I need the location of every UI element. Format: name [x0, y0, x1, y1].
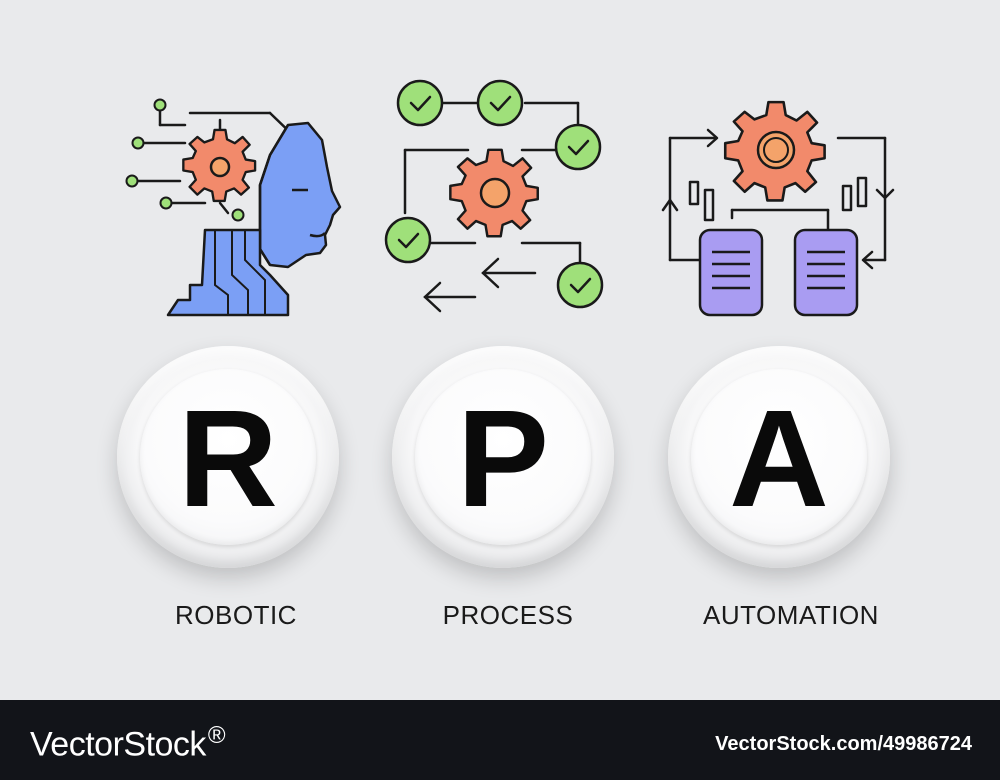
letter-r: R	[178, 382, 278, 536]
brand-name: VectorStock	[30, 725, 206, 764]
brand-logo: VectorStock®	[30, 722, 226, 764]
letter-p: P	[456, 382, 550, 536]
letter-p-button: P	[392, 346, 614, 568]
letter-p-face: P	[415, 369, 591, 545]
caption-automation: AUTOMATION	[703, 600, 879, 630]
letter-a: A	[729, 382, 829, 536]
footer-bar: VectorStock® VectorStock.com/49986724	[0, 700, 1000, 780]
letter-r-face: R	[140, 369, 316, 545]
letter-r-button: R	[117, 346, 339, 568]
stock-id-text: VectorStock.com/49986724	[715, 733, 972, 755]
caption-process: PROCESS	[442, 600, 574, 630]
letter-a-face: A	[691, 369, 867, 545]
process-flow-checklist-icon	[384, 79, 604, 313]
automation-cycle-documents-icon	[661, 100, 895, 317]
ai-head-gear-icon	[125, 98, 342, 317]
rpa-infographic: R P A ROBOTIC PROCESS AUTOMATION	[117, 79, 895, 630]
caption-robotic: ROBOTIC	[175, 600, 297, 630]
letter-a-button: A	[668, 346, 890, 568]
registered-mark: ®	[207, 722, 226, 749]
